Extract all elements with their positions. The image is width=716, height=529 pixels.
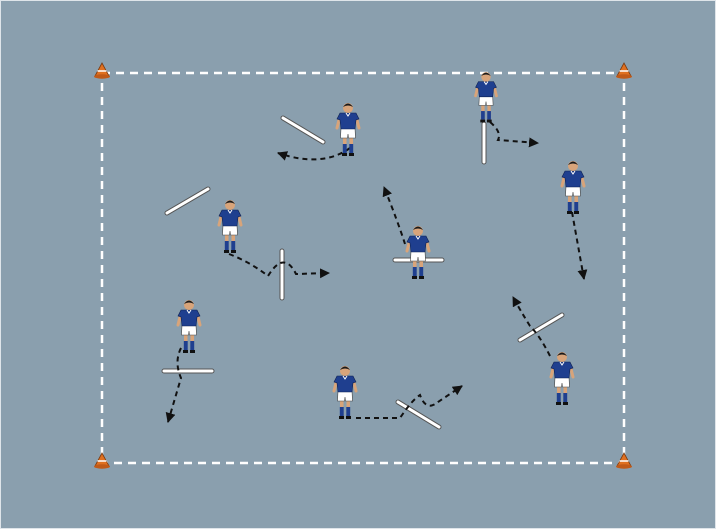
drill-diagram <box>0 0 716 529</box>
pitch-background <box>0 0 716 529</box>
